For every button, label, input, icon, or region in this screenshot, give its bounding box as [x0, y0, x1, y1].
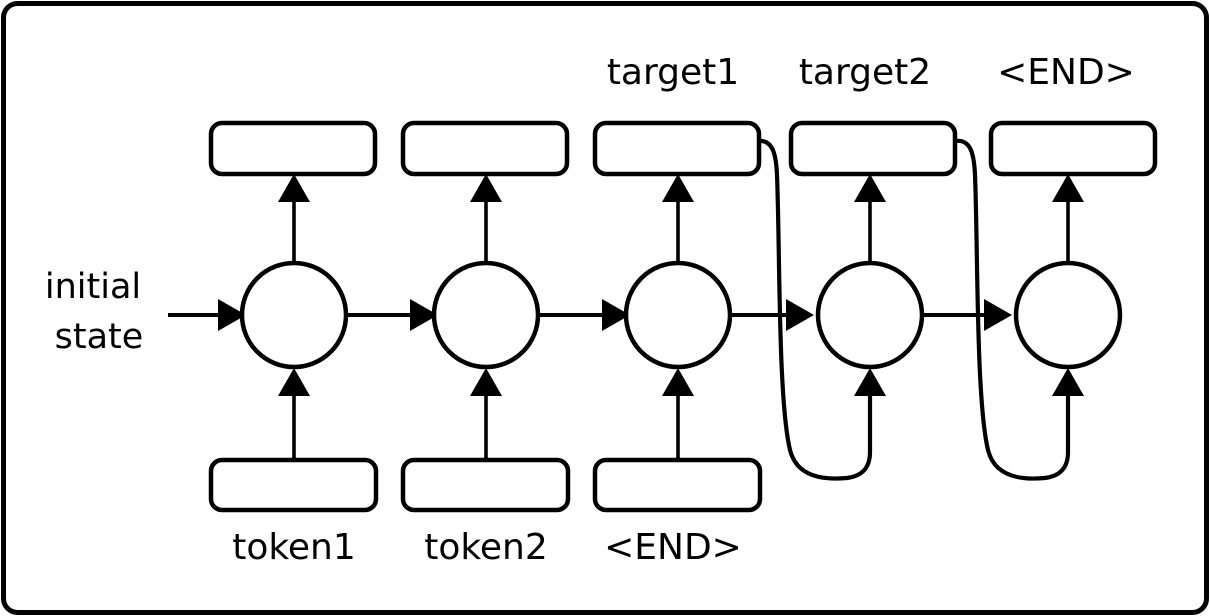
output-arrow-1 [278, 174, 310, 263]
rnn-cell-5[interactable] [1013, 260, 1123, 370]
bottom-label-end: <END> [604, 527, 742, 568]
input-arrow-1 [278, 368, 310, 460]
output-arrow-2 [470, 174, 502, 263]
input-arrow-2 [470, 368, 502, 460]
top-label-target1: target1 [607, 52, 739, 93]
initial-state-label-line1: initial [45, 267, 141, 307]
top-label-target2: target2 [799, 52, 931, 93]
rnn-cell-3[interactable] [623, 260, 733, 370]
output-arrow-5 [1052, 174, 1084, 263]
output-box-5[interactable] [988, 120, 1158, 177]
top-label-end: <END> [997, 52, 1135, 93]
output-box-2[interactable] [400, 120, 570, 177]
output-box-3[interactable] [592, 120, 762, 177]
output-box-4[interactable] [788, 120, 958, 177]
rnn-cell-1[interactable] [239, 260, 349, 370]
input-box-1[interactable] [208, 457, 379, 513]
bottom-label-token1: token1 [232, 527, 356, 568]
rnn-cell-4[interactable] [815, 260, 925, 370]
feedback-loop-icon-2 [954, 138, 1084, 481]
input-arrow-3 [662, 368, 694, 460]
input-box-3[interactable] [592, 457, 763, 513]
state-arrow-1 [346, 299, 438, 331]
output-arrow-4 [854, 174, 886, 263]
output-box-1[interactable] [208, 120, 378, 177]
initial-state-label-line2: state [55, 317, 144, 357]
initial-state-arrow [168, 299, 246, 331]
output-arrow-3 [662, 174, 694, 263]
rnn-cell-2[interactable] [431, 260, 541, 370]
feedback-loop-icon-1 [756, 138, 886, 481]
state-arrow-2 [538, 299, 630, 331]
bottom-label-token2: token2 [424, 527, 548, 568]
input-box-2[interactable] [400, 457, 571, 513]
